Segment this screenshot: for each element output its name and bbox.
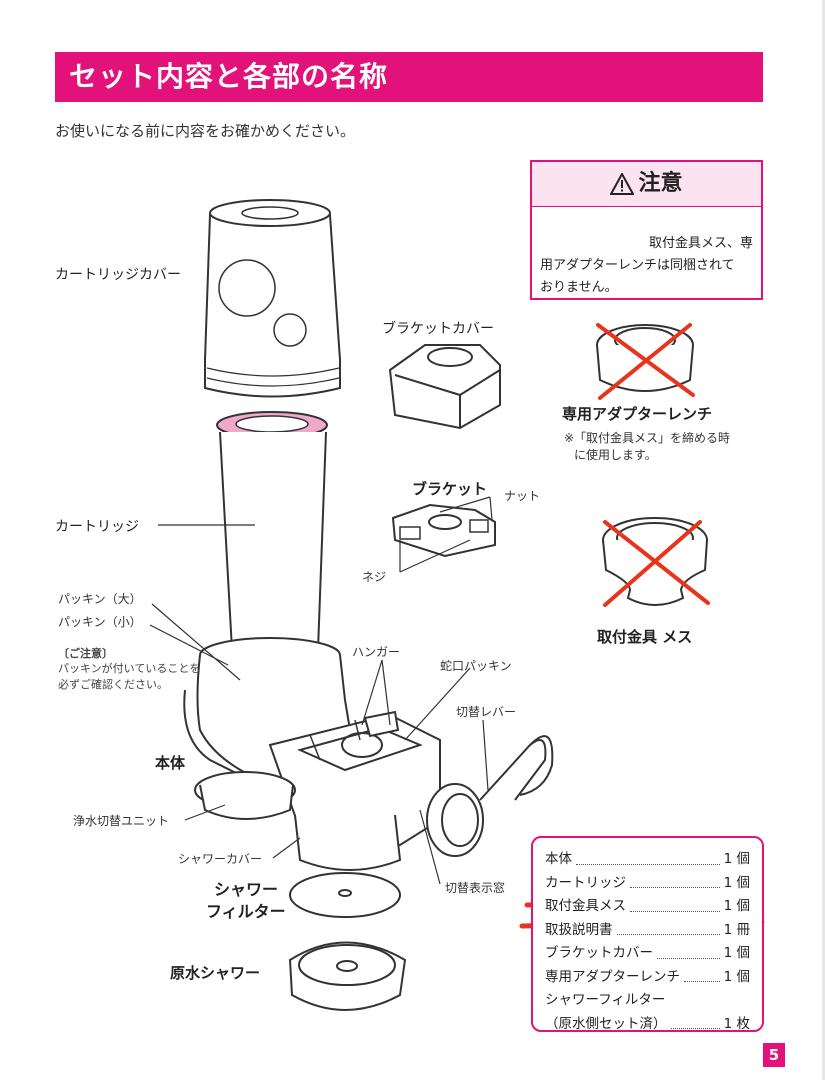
label-fitting-female: 取付金具 メス — [597, 628, 693, 646]
contents-item: （原水側セット済）1 枚 — [545, 1013, 750, 1037]
bracket-drawing — [391, 503, 496, 558]
intro-text: お使いになる前に内容をお確かめください。 — [55, 122, 356, 140]
label-bracket-cover: ブラケットカバー — [382, 321, 494, 337]
label-shower-filter-1: シャワー — [214, 880, 279, 899]
caution-box: 注意 取付金具メス、専 用アダプターレンチは同梱されて おりません。 — [530, 160, 763, 300]
label-packing-large: パッキン（大） — [58, 592, 142, 606]
raw-shower-drawing — [288, 941, 407, 1011]
label-screw: ネジ — [362, 570, 387, 584]
label-note-head: 〔ご注意〕 — [58, 647, 113, 660]
contents-item: シャワーフィルター — [545, 992, 666, 1008]
fitting-cross-line-2 — [603, 520, 702, 607]
cartridge-cover-drawing — [203, 199, 342, 398]
label-shower-cover: シャワーカバー — [178, 852, 263, 866]
label-switch-unit: 浄水切替ユニット — [73, 814, 170, 828]
caution-title: 注意 — [638, 171, 683, 196]
label-raw-shower: 原水シャワー — [170, 964, 261, 982]
main-body-drawing — [183, 637, 554, 871]
page-number: 5 — [763, 1043, 785, 1067]
label-wrench-note-1: ※「取付金具メス」を締める時 — [564, 431, 731, 445]
cartridge-drawing — [216, 411, 328, 657]
label-faucet-packing: 蛇口パッキン — [440, 659, 512, 673]
label-main-body: 本体 — [155, 754, 186, 772]
not-included-crosses — [596, 323, 710, 607]
page-edge — [822, 0, 825, 1080]
bracket-cover-drawing — [388, 344, 501, 430]
caution-heading: 注意 — [532, 162, 761, 207]
label-cartridge-cover: カートリッジカバー — [55, 267, 181, 283]
label-shower-filter-2: フィルター — [206, 902, 286, 921]
label-wrench-note-2: に使用します。 — [574, 448, 657, 462]
label-adapter-wrench: 専用アダプターレンチ — [562, 405, 713, 423]
caution-text: 取付金具メス、専 用アダプターレンチは同梱されて おりません。 — [532, 207, 761, 299]
label-hanger: ハンガー — [352, 645, 401, 659]
fitting-female-drawing — [602, 517, 708, 606]
label-switch-lever: 切替レバー — [456, 705, 517, 719]
wrench-cross-line-2 — [598, 323, 692, 400]
label-bracket: ブラケット — [412, 480, 488, 498]
label-cartridge: カートリッジ — [55, 519, 139, 535]
label-nut: ナット — [504, 489, 541, 503]
label-note-line-2: 必ずご確認ください。 — [58, 678, 168, 691]
label-note-line-1: パッキンが付いていることを — [58, 662, 201, 675]
caution-line-2: 用アダプターレンチは同梱されて — [540, 258, 735, 273]
label-packing-small: パッキン（小） — [58, 615, 142, 629]
caution-line-1: 取付金具メス、専 — [648, 236, 753, 251]
warning-icon — [610, 173, 635, 195]
leader-lines — [149, 496, 493, 885]
label-switch-window: 切替表示窓 — [445, 881, 506, 895]
caution-line-3: おりません。 — [540, 280, 618, 295]
page-title: セット内容と各部の名称 — [55, 52, 763, 102]
